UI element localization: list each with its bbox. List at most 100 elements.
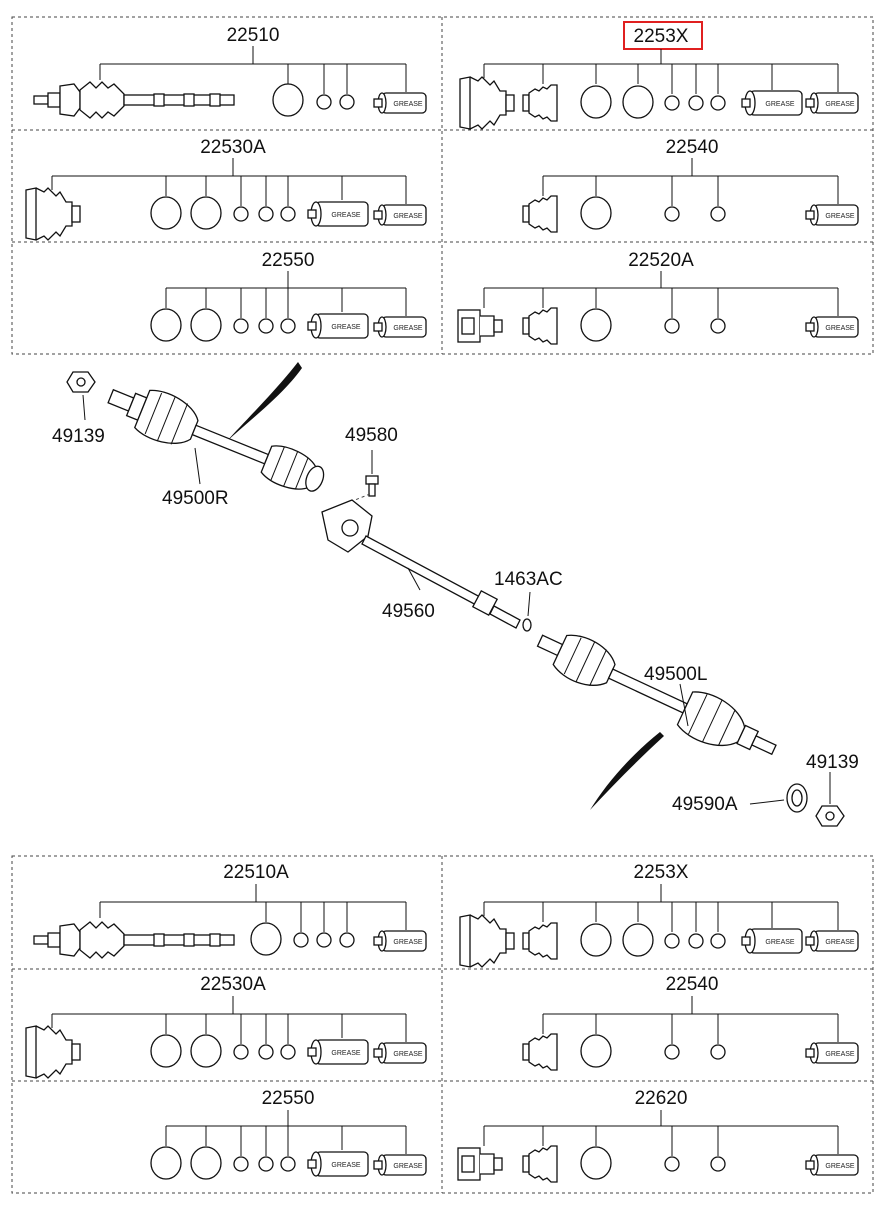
boot-small-icon	[522, 84, 558, 122]
clamp-ring-icon	[150, 1146, 182, 1180]
circlip-icon	[258, 1156, 274, 1172]
joint-housing-icon	[457, 1147, 503, 1181]
circlip-icon	[710, 933, 726, 949]
kit-cell-top-6[interactable]: 22520A GREASE	[457, 250, 859, 345]
circlip-icon	[280, 1156, 296, 1172]
oil-seal-icon[interactable]	[786, 783, 808, 813]
circlip-icon	[710, 206, 726, 222]
boot-large-icon	[459, 76, 515, 130]
clamp-ring-icon	[580, 308, 612, 342]
circlip-icon	[664, 1156, 680, 1172]
kit-cell-bot-1[interactable]: 22510A GREASE	[33, 862, 427, 959]
circlip-icon	[339, 932, 355, 948]
circlip-icon	[316, 94, 332, 110]
kit-cell-top-1[interactable]: 22510 GREASE	[33, 25, 427, 119]
kit-label: 22530A	[200, 137, 266, 158]
callout-shaft-left: 49500L	[644, 664, 707, 685]
circlip-icon	[280, 1044, 296, 1060]
kit-cell-top-3[interactable]: 22530A GREASE GREASE	[25, 137, 427, 241]
kit-cell-top-5[interactable]: 22550 GREASE GREASE	[150, 250, 427, 342]
circlip-icon	[280, 206, 296, 222]
grease-label: GREASE	[825, 325, 855, 332]
bearing-bracket-icon[interactable]	[321, 499, 521, 629]
clamp-ring-icon	[272, 83, 304, 117]
kit-cell-bot-2[interactable]: 2253X GREASE GREASE	[459, 862, 859, 968]
exploded-view: 49139 49500R 49580	[52, 362, 859, 827]
kit-label: 2253X	[634, 862, 689, 883]
circlip-icon	[233, 1156, 249, 1172]
grease-label: GREASE	[331, 1050, 361, 1057]
grease-label: GREASE	[393, 101, 423, 108]
drive-shaft-left-icon[interactable]	[530, 619, 784, 771]
kit-table-top	[11, 16, 874, 355]
boot-small-icon	[522, 307, 558, 345]
circlip-icon	[316, 932, 332, 948]
circlip-icon	[664, 206, 680, 222]
clamp-ring-icon	[190, 1034, 222, 1068]
kit-label: 22510A	[223, 862, 289, 883]
kit-cell-top-4[interactable]: 22540 GREASE	[522, 137, 859, 233]
kit-label: 22510	[227, 25, 280, 46]
kit-cell-bot-3[interactable]: 22530A GREASE GREASE	[25, 974, 427, 1079]
kit-label: 22550	[262, 250, 315, 271]
boot-large-icon	[459, 914, 515, 968]
grease-label: GREASE	[393, 213, 423, 220]
kit-label: 22520A	[628, 250, 694, 271]
kit-cell-top-2[interactable]: 2253X GREASE GREASE	[459, 21, 859, 130]
callout-nut-left: 49139	[806, 752, 859, 773]
clamp-ring-icon	[622, 923, 654, 957]
circlip-icon	[258, 318, 274, 334]
callout-seal: 49590A	[672, 794, 738, 815]
circlip-icon	[710, 95, 726, 111]
kit-label: 22620	[635, 1088, 688, 1109]
circlip-icon	[710, 1044, 726, 1060]
circlip-icon	[233, 318, 249, 334]
clamp-ring-icon	[190, 196, 222, 230]
grease-label: GREASE	[393, 325, 423, 332]
clamp-ring-icon	[150, 1034, 182, 1068]
callout-shaft-right: 49500R	[162, 488, 229, 509]
bolt-icon[interactable]	[365, 475, 379, 497]
clamp-ring-icon	[580, 85, 612, 119]
clamp-ring-icon	[580, 923, 612, 957]
boot-small-icon	[522, 922, 558, 960]
circlip-icon	[710, 1156, 726, 1172]
circlip-icon	[664, 318, 680, 334]
kit-label: 22540	[666, 137, 719, 158]
nut-icon[interactable]	[66, 371, 96, 393]
snap-ring-icon[interactable]	[522, 618, 532, 632]
grease-label: GREASE	[393, 939, 423, 946]
boot-small-icon	[522, 1145, 558, 1183]
clamp-ring-icon	[580, 1034, 612, 1068]
drive-shaft-right-icon[interactable]	[102, 374, 331, 504]
kit-cell-bot-5[interactable]: 22550 GREASE GREASE	[150, 1088, 427, 1180]
grease-label: GREASE	[825, 213, 855, 220]
callout-nut-right: 49139	[52, 426, 105, 447]
callout-bolt: 49580	[345, 425, 398, 446]
kit-cell-bot-6[interactable]: 22620 GREASE	[457, 1088, 859, 1183]
boot-large-icon	[25, 187, 81, 241]
kit-cell-bot-4[interactable]: 22540 GREASE	[522, 974, 859, 1071]
circlip-icon	[688, 95, 704, 111]
kit-label: 22530A	[200, 974, 266, 995]
clamp-ring-icon	[150, 308, 182, 342]
joint-housing-icon	[457, 309, 503, 343]
clamp-ring-icon	[150, 196, 182, 230]
kit-label: 22540	[666, 974, 719, 995]
circlip-icon	[233, 1044, 249, 1060]
axle-shaft-icon	[33, 921, 235, 959]
circlip-icon	[710, 318, 726, 334]
clamp-ring-icon	[580, 1146, 612, 1180]
boot-small-icon	[522, 195, 558, 233]
grease-label: GREASE	[825, 101, 855, 108]
clamp-ring-icon	[190, 1146, 222, 1180]
selected-highlight-box	[623, 21, 703, 50]
callout-snap-ring: 1463AC	[494, 569, 563, 590]
nut-icon[interactable]	[815, 805, 845, 827]
kit-label: 22550	[262, 1088, 315, 1109]
grease-label: GREASE	[765, 101, 795, 108]
boot-small-icon	[522, 1033, 558, 1071]
grease-label: GREASE	[331, 212, 361, 219]
boot-large-icon	[25, 1025, 81, 1079]
